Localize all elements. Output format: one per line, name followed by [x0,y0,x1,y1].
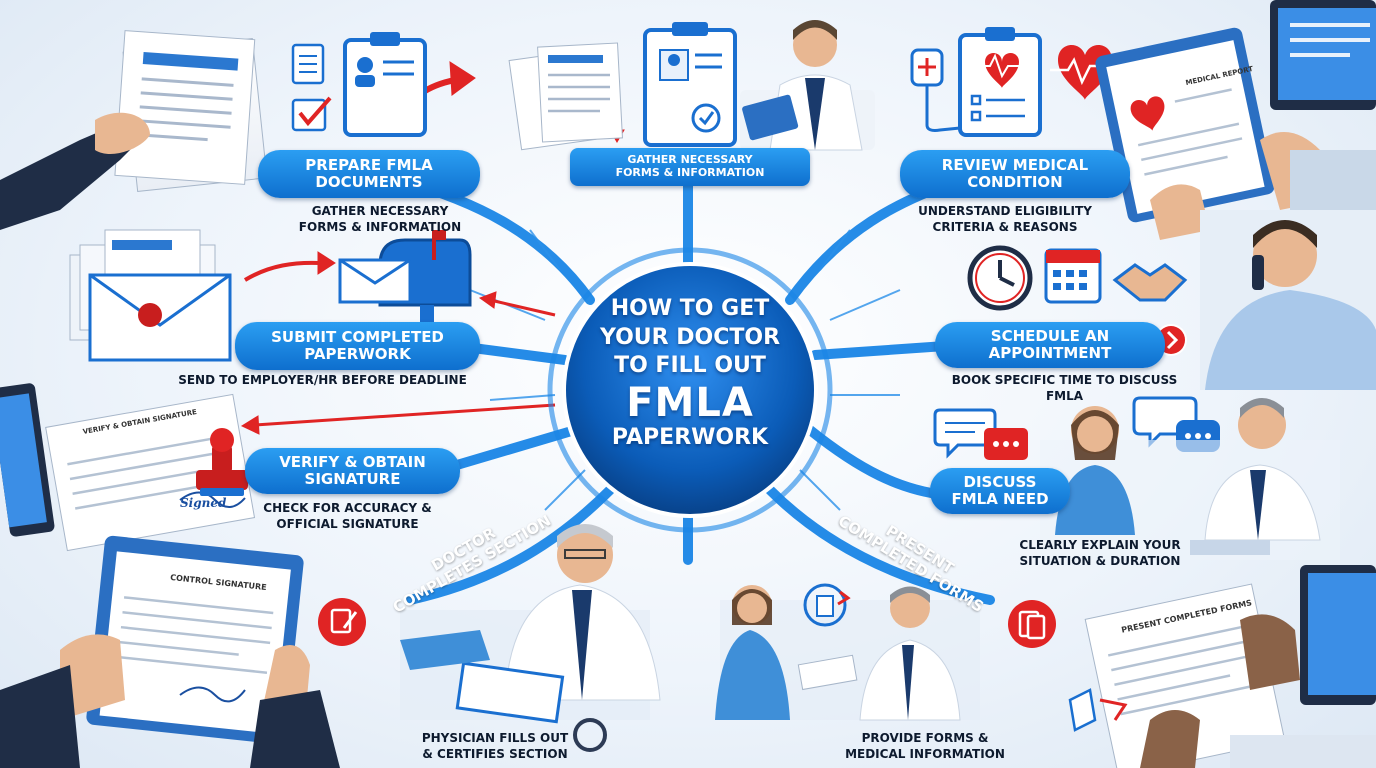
step-schedule-sub: BOOK SPECIFIC TIME TO DISCUSS FMLA [951,373,1178,404]
connector-discuss [805,425,950,500]
conversation-bubbles-icon [1132,396,1220,452]
hub-title-fmla: FMLA [626,379,754,426]
step-gather-pill: GATHER NECESSARY FORMS & INFORMATION [570,148,810,186]
doctor-writing-illustration [400,524,661,752]
nurse-handing-forms-illustration [715,583,980,721]
medical-clipboard-icon [958,27,1042,137]
step-submit-pill: SUBMIT COMPLETED PAPERWORK [235,322,480,370]
step-schedule-pill: SCHEDULE AN APPOINTMENT [935,322,1165,368]
step-prepare-pill: PREPARE FMLA DOCUMENTS [258,150,480,198]
step-schedule-title: SCHEDULE AN APPOINTMENT [988,326,1112,362]
step-prepare-sub: GATHER NECESSARY FORMS & INFORMATION [298,204,462,235]
gather-forms-illustration [508,22,737,151]
hub-title-paperwork: PAPERWORK [611,424,769,450]
hub-circle [562,262,818,518]
clipboard-icon [343,32,427,137]
nurse-doctor-discussion [1040,398,1340,560]
step-discuss-sub: CLEARLY EXPLAIN YOUR SITUATION & DURATIO… [1019,538,1181,569]
step-discuss-pill: DISCUSS FMLA NEED [930,468,1070,514]
iv-drip-icon [910,48,961,132]
clock-icon [967,245,1033,311]
control-signature-clipboard [0,535,340,768]
monitor-top-right [1270,0,1376,110]
present-completed-forms-document [1068,565,1376,768]
step-review-title: REVIEW MEDICAL CONDITION [941,155,1089,191]
step-submit-sub: SEND TO EMPLOYER/HR BEFORE DEADLINE [178,373,467,387]
calendar-icon [1044,248,1102,304]
connector-verify [435,425,580,475]
verify-signature-document [45,393,256,552]
step-verify-sub: CHECK FOR ACCURACY & OFFICIAL SIGNATURE [263,501,432,532]
checkbox-icon [291,96,332,132]
connector-review [785,175,965,305]
signature-text: Signed [180,496,227,510]
document-icon [291,43,325,85]
chat-bubble-icon [933,408,1028,460]
laptop-left [0,383,55,537]
medical-report-clipboard [1095,27,1376,240]
step-verify-title: VERIFY & OBTAIN SIGNATURE [279,452,426,488]
connector-doctor [405,485,615,605]
completed-forms-icon [1008,600,1056,648]
hub-title: HOW TO GET YOUR DOCTOR TO FILL OUT FMLA … [560,295,820,451]
envelope-stack-illustration [69,229,232,362]
stamp-icon [196,428,248,496]
step-present-sub: PROVIDE FORMS & MEDICAL INFORMATION [845,731,1005,762]
step-doctor-sub: PHYSICIAN FILLS OUT & CERTIFIES SECTION [421,731,569,762]
man-on-phone [1200,210,1376,390]
step-prepare-title: PREPARE FMLA DOCUMENTS [305,155,433,191]
step-submit-title: SUBMIT COMPLETED PAPERWORK [271,327,444,363]
step-discuss-title: DISCUSS FMLA NEED [951,472,1049,508]
step-gather-title: GATHER NECESSARY FORMS & INFORMATION [615,153,765,179]
step-review-pill: REVIEW MEDICAL CONDITION [900,150,1130,198]
hub-outer-ring [547,247,833,533]
handshake-icon [1112,263,1188,302]
prepare-documents-illustration [0,30,268,230]
step-review-sub: UNDERSTAND ELIGIBILITY CRITERIA & REASON… [918,204,1092,235]
mailbox-icon [338,230,472,345]
doctor-with-clipboard [740,20,875,151]
edit-form-icon [318,598,366,646]
step-verify-pill: VERIFY & OBTAIN SIGNATURE [245,448,460,494]
connector-present [765,485,995,605]
hub-title-line1: HOW TO GET YOUR DOCTOR TO FILL OUT [599,296,781,379]
